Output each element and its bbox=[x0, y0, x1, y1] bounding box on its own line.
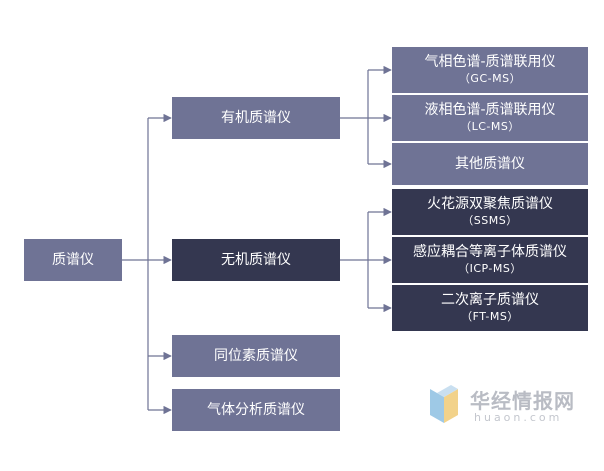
root-label: 质谱仪 bbox=[52, 251, 94, 268]
node-gcms-label: 气相色谱-质谱联用仪 bbox=[424, 54, 556, 71]
node-gcms: 气相色谱-质谱联用仪 （GC-MS） bbox=[392, 47, 588, 93]
node-ssms-abbr: （SSMS） bbox=[462, 214, 518, 228]
watermark-logo-icon bbox=[430, 385, 458, 423]
node-organic-label: 有机质谱仪 bbox=[221, 109, 291, 126]
watermark-url: huaon.com bbox=[474, 411, 563, 424]
node-gas-analysis-label: 气体分析质谱仪 bbox=[207, 401, 305, 418]
node-gcms-abbr: （GC-MS） bbox=[458, 72, 522, 86]
node-ftms-label: 二次离子质谱仪 bbox=[441, 292, 539, 309]
node-ftms: 二次离子质谱仪 （FT-MS） bbox=[392, 285, 588, 331]
watermark: 华经情报网 huaon.com bbox=[428, 383, 588, 429]
node-icpms: 感应耦合等离子体质谱仪 （ICP-MS） bbox=[392, 237, 588, 283]
node-organic: 有机质谱仪 bbox=[172, 97, 340, 139]
node-isotope: 同位素质谱仪 bbox=[172, 335, 340, 377]
node-icpms-abbr: （ICP-MS） bbox=[458, 262, 522, 276]
node-gas-analysis: 气体分析质谱仪 bbox=[172, 389, 340, 431]
node-other-label: 其他质谱仪 bbox=[455, 155, 525, 172]
node-inorganic-label: 无机质谱仪 bbox=[221, 251, 291, 268]
node-lcms-abbr: （LC-MS） bbox=[460, 120, 520, 134]
node-ssms: 火花源双聚焦质谱仪 （SSMS） bbox=[392, 189, 588, 235]
node-inorganic: 无机质谱仪 bbox=[172, 239, 340, 281]
node-lcms: 液相色谱-质谱联用仪 （LC-MS） bbox=[392, 95, 588, 141]
node-icpms-label: 感应耦合等离子体质谱仪 bbox=[413, 244, 567, 261]
node-other: 其他质谱仪 bbox=[392, 143, 588, 185]
node-isotope-label: 同位素质谱仪 bbox=[214, 347, 298, 364]
watermark-brand: 华经情报网 bbox=[470, 389, 575, 413]
root-node: 质谱仪 bbox=[24, 239, 122, 281]
node-lcms-label: 液相色谱-质谱联用仪 bbox=[424, 102, 556, 119]
node-ssms-label: 火花源双聚焦质谱仪 bbox=[427, 196, 553, 213]
node-ftms-abbr: （FT-MS） bbox=[461, 310, 519, 324]
